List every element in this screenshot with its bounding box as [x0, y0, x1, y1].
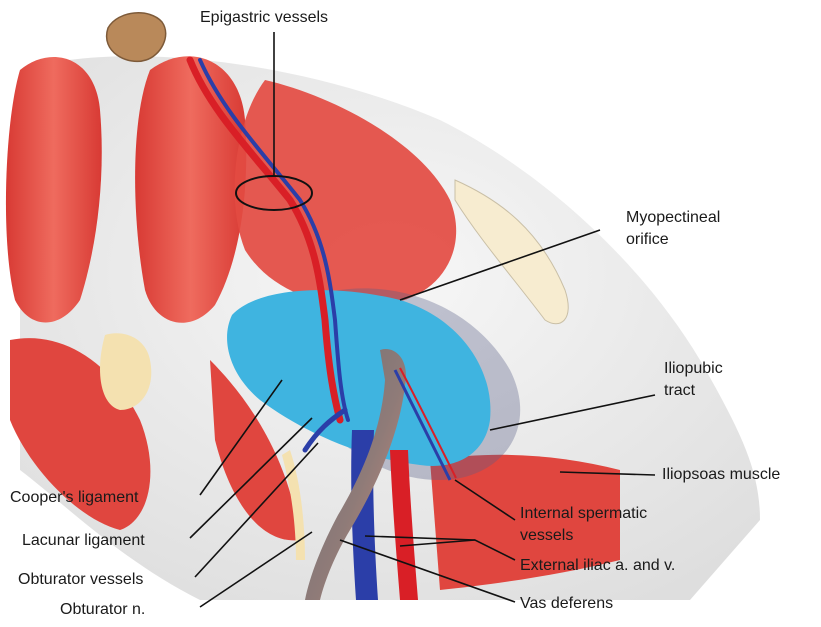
- label-coopers-ligament: Cooper's ligament: [10, 489, 139, 506]
- label-vas-deferens: Vas deferens: [520, 595, 613, 612]
- label-lacunar-ligament: Lacunar ligament: [22, 532, 145, 549]
- label-internal-spermatic-2: vessels: [520, 527, 573, 544]
- label-external-iliac: External iliac a. and v.: [520, 557, 675, 574]
- label-obturator-vessels: Obturator vessels: [18, 571, 143, 588]
- label-epigastric-vessels: Epigastric vessels: [200, 9, 328, 26]
- label-iliopubic-1: Iliopubic: [664, 360, 723, 377]
- umbilicus: [107, 13, 166, 62]
- label-myopectineal-2: orifice: [626, 231, 669, 248]
- label-iliopsoas: Iliopsoas muscle: [662, 466, 780, 483]
- label-internal-spermatic-1: Internal spermatic: [520, 505, 647, 522]
- label-myopectineal-1: Myopectineal: [626, 209, 720, 226]
- label-iliopubic-2: tract: [664, 382, 696, 399]
- label-obturator-nerve: Obturator n.: [60, 601, 145, 618]
